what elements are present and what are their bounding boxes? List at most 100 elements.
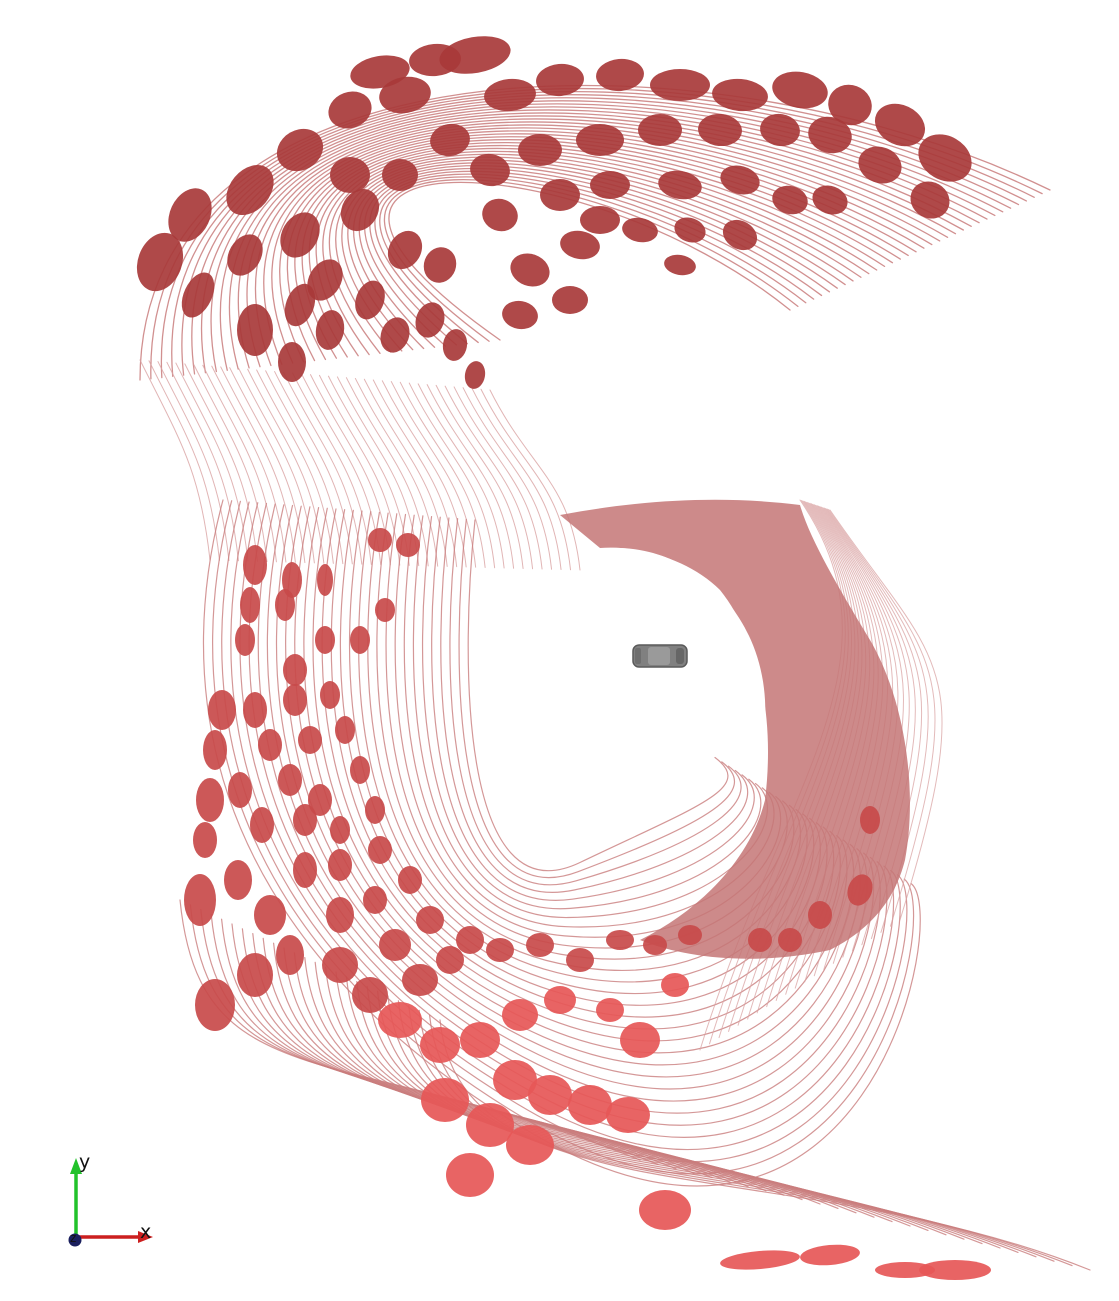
particle-disk xyxy=(352,977,388,1013)
particle-disk xyxy=(808,116,852,154)
streamline xyxy=(160,91,1035,379)
streamline xyxy=(449,518,742,886)
particle-disk xyxy=(396,533,420,557)
particle-disk xyxy=(317,564,333,596)
particle-disk xyxy=(365,796,385,824)
particle-disk xyxy=(506,1125,554,1165)
particle-disk xyxy=(379,76,431,114)
particle-disk xyxy=(203,730,227,770)
streamline xyxy=(166,361,239,562)
particle-disk xyxy=(416,906,444,934)
streamline xyxy=(399,381,486,568)
particle-disk xyxy=(243,692,267,728)
particle-disk xyxy=(228,772,252,808)
streamline xyxy=(363,378,448,567)
particle-disk xyxy=(674,217,706,243)
particle-disk xyxy=(293,804,317,836)
particle-disk xyxy=(486,938,514,962)
particle-disk xyxy=(596,998,624,1022)
particle-disks xyxy=(136,36,991,1280)
particle-disk xyxy=(620,1022,660,1058)
particle-disk xyxy=(421,1078,469,1122)
streamline-trails xyxy=(139,84,1091,1271)
particle-disk xyxy=(250,807,274,843)
streamline xyxy=(471,387,562,570)
streamline xyxy=(157,361,230,562)
particle-disk xyxy=(639,1190,691,1230)
particle-disk xyxy=(456,926,484,954)
x-axis-arrowhead xyxy=(138,1231,153,1243)
particle-disk xyxy=(307,259,343,301)
particle-disk xyxy=(380,317,410,353)
streamline xyxy=(435,384,524,569)
particle-disk xyxy=(276,128,324,172)
particle-disk xyxy=(227,234,263,276)
particle-disk xyxy=(363,886,387,914)
particle-disk xyxy=(590,171,630,199)
particle-disk xyxy=(355,280,385,320)
streamline xyxy=(374,173,815,345)
streamline xyxy=(193,364,268,563)
streamline xyxy=(390,381,477,568)
particle-disk xyxy=(430,123,470,157)
particle-disk xyxy=(243,545,267,585)
axes-triad: x y z xyxy=(68,1151,153,1247)
particle-disk xyxy=(664,254,696,276)
streamline xyxy=(210,106,996,373)
particle-disk xyxy=(544,986,576,1014)
streamline xyxy=(229,367,306,564)
streamline xyxy=(263,124,949,365)
car-icon[interactable] xyxy=(632,644,688,668)
streamline xyxy=(421,515,762,910)
particle-disk xyxy=(552,286,588,314)
particle-disk xyxy=(282,562,302,598)
particle-disk xyxy=(760,113,800,147)
particle-disk xyxy=(874,103,926,147)
particle-disk xyxy=(678,925,702,945)
particle-disk xyxy=(196,778,224,822)
streamline xyxy=(256,369,334,564)
particle-disk xyxy=(919,1260,991,1280)
particle-disk xyxy=(315,310,345,350)
particle-disk xyxy=(772,71,828,109)
streamline xyxy=(318,374,401,566)
particle-disk xyxy=(382,159,418,191)
particle-disk xyxy=(576,124,624,156)
particle-disk xyxy=(254,895,286,935)
particle-disk xyxy=(402,964,438,996)
streamline xyxy=(458,518,735,879)
streamline xyxy=(201,103,1004,374)
particle-disk xyxy=(464,361,486,389)
streamline xyxy=(489,389,581,571)
streamline xyxy=(221,500,908,1163)
streamline xyxy=(238,367,315,564)
streamline xyxy=(265,370,344,565)
streamline xyxy=(275,504,868,1090)
particle-disk xyxy=(330,816,350,844)
streamline xyxy=(358,165,838,348)
streamline xyxy=(444,385,534,570)
streamline xyxy=(181,97,1020,376)
particle-disk xyxy=(350,55,410,89)
particle-disk xyxy=(350,756,370,784)
particle-disk xyxy=(208,690,236,730)
particle-disk xyxy=(168,188,212,242)
streamline xyxy=(211,365,287,563)
y-axis-label: y xyxy=(79,1151,90,1173)
particle-disk xyxy=(237,953,273,997)
streamline xyxy=(364,167,831,347)
streamline xyxy=(480,388,572,571)
particle-disk xyxy=(326,897,354,933)
streamline xyxy=(184,363,258,562)
streamline xyxy=(341,156,862,352)
particle-disk xyxy=(568,1085,612,1125)
particle-disk xyxy=(436,946,464,974)
x-axis-label: x xyxy=(140,1221,151,1243)
particle-disk xyxy=(720,165,760,195)
streamline xyxy=(828,509,936,927)
particle-disk xyxy=(375,598,395,622)
particle-disk xyxy=(658,170,702,200)
streamline xyxy=(453,386,543,570)
particle-disk xyxy=(240,587,260,623)
